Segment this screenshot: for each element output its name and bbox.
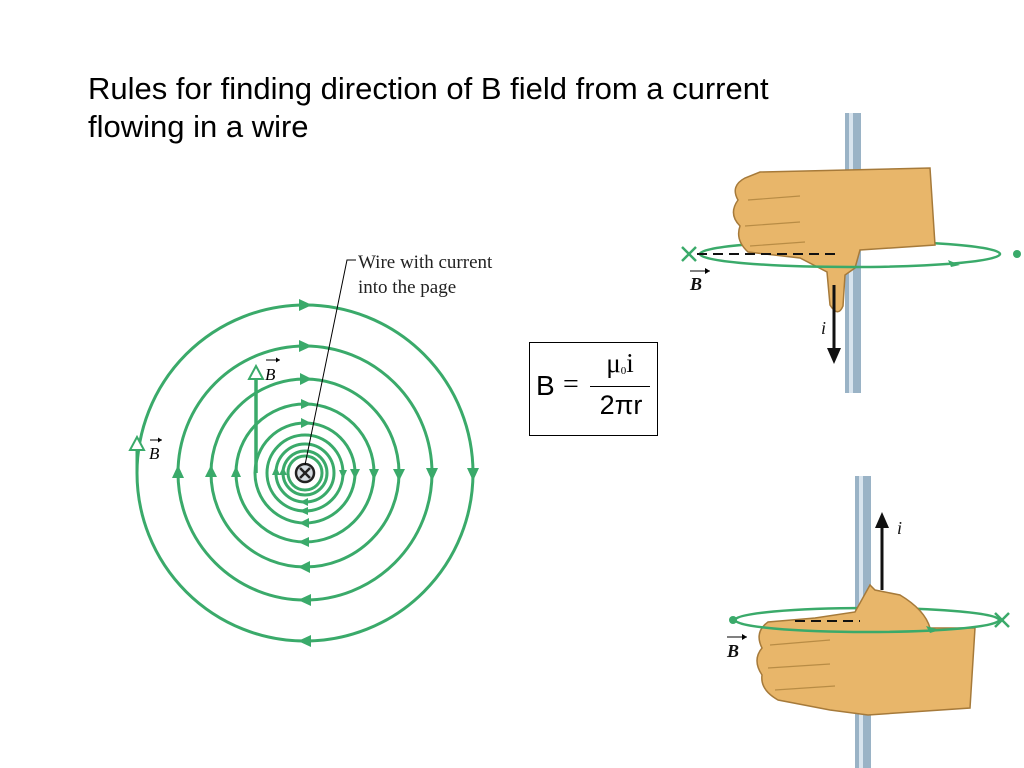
formula-equals: = — [563, 369, 579, 400]
b-label-outer: B — [149, 437, 162, 463]
hand-thumb-down-figure: B i — [681, 113, 1021, 393]
arrowhead — [300, 498, 308, 506]
arrowhead — [301, 399, 312, 409]
arrowhead — [299, 518, 309, 528]
arrowhead — [205, 465, 217, 477]
arrowhead — [467, 468, 479, 481]
arrowhead — [298, 635, 311, 647]
b-symbol-bottom-right: B — [726, 641, 739, 661]
current-symbol-up: i — [897, 518, 902, 538]
arrowhead — [339, 470, 347, 479]
b-symbol-outer: B — [149, 444, 160, 463]
b-vector-inner — [247, 363, 265, 473]
wire-label-leader — [304, 259, 356, 466]
arrowhead — [369, 469, 379, 480]
biot-savart-formula: B = μ0i 2πr — [529, 342, 658, 436]
field-circle — [286, 454, 324, 492]
arrowhead — [298, 537, 309, 547]
arrowhead — [298, 594, 311, 606]
hand-shape — [756, 583, 976, 716]
b-symbol-top-right: B — [689, 274, 702, 294]
formula-mu: μ — [606, 348, 621, 378]
arrowhead — [231, 466, 241, 477]
arrowhead — [298, 561, 310, 573]
b-symbol-inner: B — [265, 365, 276, 384]
arrowhead — [272, 466, 280, 475]
b-vector-outer — [128, 434, 146, 473]
formula-numerator: μ0i — [592, 348, 648, 379]
arrowhead — [279, 467, 287, 475]
arrowhead — [393, 469, 405, 481]
formula-mu-subscript: 0 — [620, 365, 627, 377]
formula-fraction-bar — [590, 386, 650, 387]
arrowhead — [301, 418, 311, 428]
arrowhead — [299, 507, 308, 515]
arrowhead — [426, 468, 438, 481]
wire-label-line-1: Wire with current — [358, 252, 493, 273]
wire-into-page-icon — [294, 462, 316, 484]
arrowhead — [300, 373, 312, 385]
formula-current: i — [626, 348, 634, 378]
formula-denominator: 2πr — [599, 390, 643, 420]
hand-thumb-up-figure: B i — [726, 476, 1010, 768]
b-label-inner: B — [265, 357, 280, 384]
arrowhead — [350, 469, 360, 479]
slide-title: Rules for finding direction of B field f… — [88, 70, 868, 146]
arrowhead — [299, 340, 312, 352]
wire-label-line-2: into the page — [358, 277, 456, 298]
arrowhead — [299, 299, 312, 311]
hand-shape — [732, 167, 936, 313]
title-line-1: Rules for finding direction of B field f… — [88, 71, 769, 106]
current-symbol-down: i — [821, 318, 826, 338]
formula-lhs: B — [536, 370, 555, 401]
field-arrowheads — [172, 299, 479, 647]
arrowhead — [172, 465, 184, 478]
title-line-2: flowing in a wire — [88, 109, 309, 144]
